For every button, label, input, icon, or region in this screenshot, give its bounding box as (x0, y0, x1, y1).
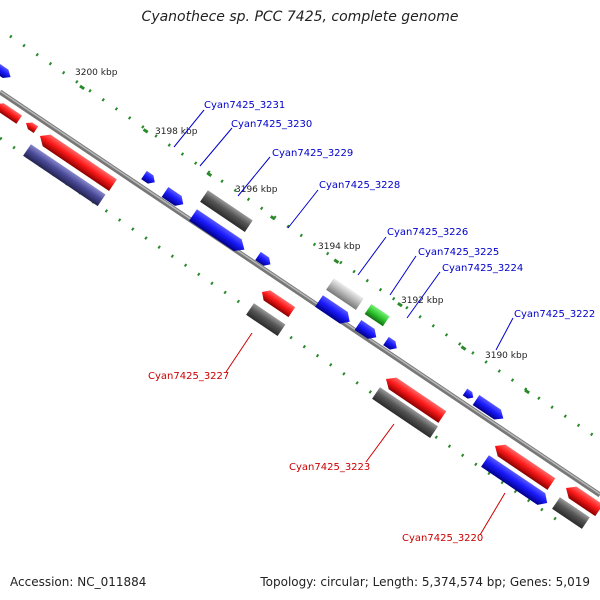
kbp-labels: 3200 kbp 3198 kbp 3196 kbp 3194 kbp 3192… (75, 68, 528, 361)
gene-block (200, 190, 253, 232)
gene-label: Cyan7425_3220 (402, 533, 483, 544)
gene-block (246, 303, 286, 337)
forward-cds-arrow (481, 455, 548, 505)
reverse-cds-arrow (40, 134, 117, 192)
kbp-label: 3194 kbp (318, 242, 361, 252)
gene-label: Cyan7425_3228 (319, 180, 400, 191)
outer-tick-row (9, 34, 600, 442)
green-feature (364, 304, 390, 327)
gene-label: Cyan7425_3229 (272, 148, 353, 159)
kbp-label: 3190 kbp (485, 351, 528, 361)
reverse-cds-arrow (0, 103, 23, 124)
gene-label: Cyan7425_3226 (387, 227, 468, 238)
kbp-label: 3200 kbp (75, 68, 118, 78)
forward-cds-arrow (462, 388, 474, 399)
gene-label: Cyan7425_3223 (289, 462, 370, 473)
reverse-cds-arrow (566, 486, 600, 517)
gene-label: Cyan7425_3230 (231, 119, 312, 130)
accession-text: Accession: NC_011884 (10, 575, 147, 589)
reverse-cds-arrow (386, 377, 447, 423)
forward-cds-arrow (161, 187, 184, 206)
upper-callouts (173, 109, 514, 351)
forward-cds-arrow (315, 295, 350, 324)
map-title: Cyanothece sp. PCC 7425, complete genome (141, 9, 459, 25)
forward-cds-arrow (0, 61, 11, 78)
gene-labels[interactable]: Cyan7425_3231 Cyan7425_3230 Cyan7425_322… (148, 100, 595, 544)
forward-cds-arrow (255, 251, 271, 266)
forward-cds-arrow (141, 170, 155, 184)
forward-cds-arrow (354, 320, 377, 339)
gene-label: Cyan7425_3224 (442, 263, 523, 274)
orf-block (23, 144, 106, 207)
lower-callouts (225, 332, 506, 536)
kbp-label: 3196 kbp (235, 185, 278, 195)
gene-label: Cyan7425_3231 (204, 100, 285, 111)
gene-label: Cyan7425_3227 (148, 371, 229, 382)
gene-label: Cyan7425_3225 (418, 247, 499, 258)
topology-text: Topology: circular; Length: 5,374,574 bp… (260, 575, 590, 589)
gene-label: Cyan7425_3222 (514, 309, 595, 320)
genome-backbone (0, 89, 600, 498)
rna-block (326, 278, 364, 310)
reverse-cds-arrow (262, 290, 296, 318)
gene-block (372, 387, 438, 438)
forward-cds-arrow (189, 209, 245, 251)
forward-cds-arrow (472, 395, 504, 420)
kbp-label: 3192 kbp (401, 296, 444, 306)
kbp-label: 3198 kbp (155, 127, 198, 137)
reverse-cds-arrow (26, 122, 39, 134)
gene-block (552, 497, 590, 529)
forward-cds-arrow (383, 336, 397, 350)
reverse-cds-arrow (495, 444, 556, 490)
features (0, 61, 600, 529)
